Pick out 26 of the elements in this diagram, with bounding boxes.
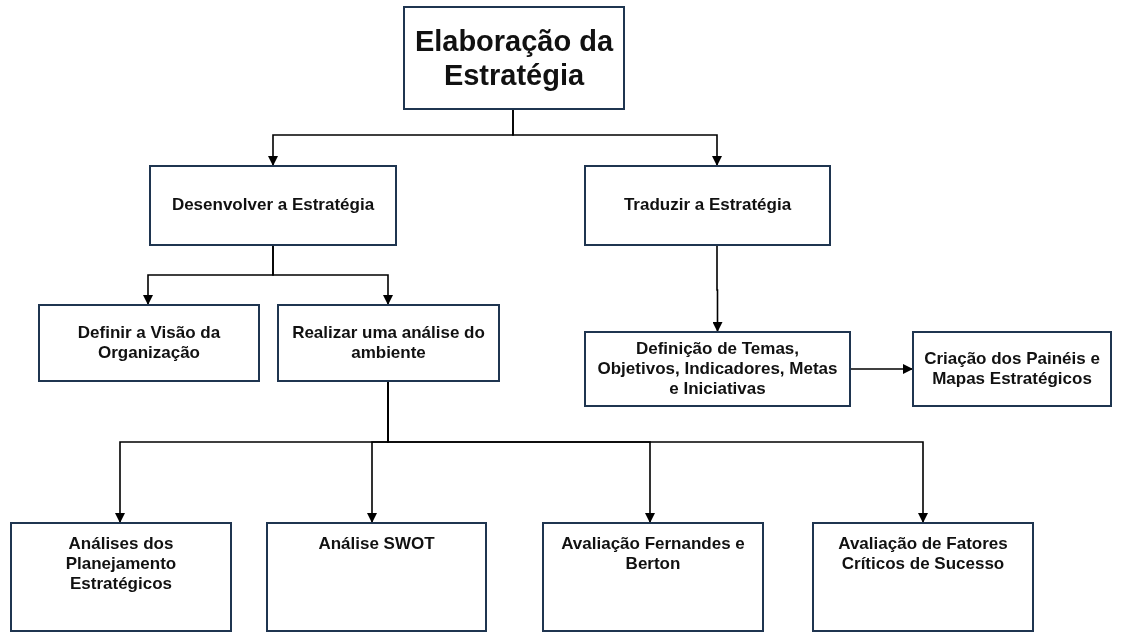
- process-box: [10, 522, 232, 632]
- box-label: Análises dos Planejamento Estratégicos: [64, 534, 178, 595]
- box-label: Realizar uma análise do ambiente: [291, 322, 486, 364]
- process-box: [266, 522, 487, 632]
- process-box: [912, 331, 1112, 407]
- arrow: [712, 245, 723, 332]
- arrow: [512, 109, 722, 166]
- box-label: Desenvolver a Estratégia: [171, 195, 375, 216]
- arrow: [850, 364, 913, 374]
- box-label: Traduzir a Estratégia: [623, 195, 792, 216]
- box-label: Análise SWOT: [318, 534, 435, 555]
- box-label: Criação dos Painéis e Mapas Estratégicos: [923, 348, 1101, 390]
- box-label: Definir a Visão da Organização: [76, 322, 222, 364]
- process-box: [403, 6, 625, 110]
- process-box: [584, 331, 851, 407]
- process-box: [542, 522, 764, 632]
- process-box: [812, 522, 1034, 632]
- box-label: Definição de Temas, Objetivos, Indicadores, Metas e Iniciativas: [596, 338, 839, 400]
- process-box: [149, 165, 397, 246]
- box-label: Elaboração da Estratégia: [413, 23, 615, 93]
- process-box: [277, 304, 500, 382]
- process-box: [584, 165, 831, 246]
- box-label: Avaliação Fernandes e Berton: [560, 534, 746, 575]
- arrow: [272, 245, 393, 305]
- box-label: Avaliação de Fatores Críticos de Sucesso: [837, 534, 1009, 575]
- process-box: [38, 304, 260, 382]
